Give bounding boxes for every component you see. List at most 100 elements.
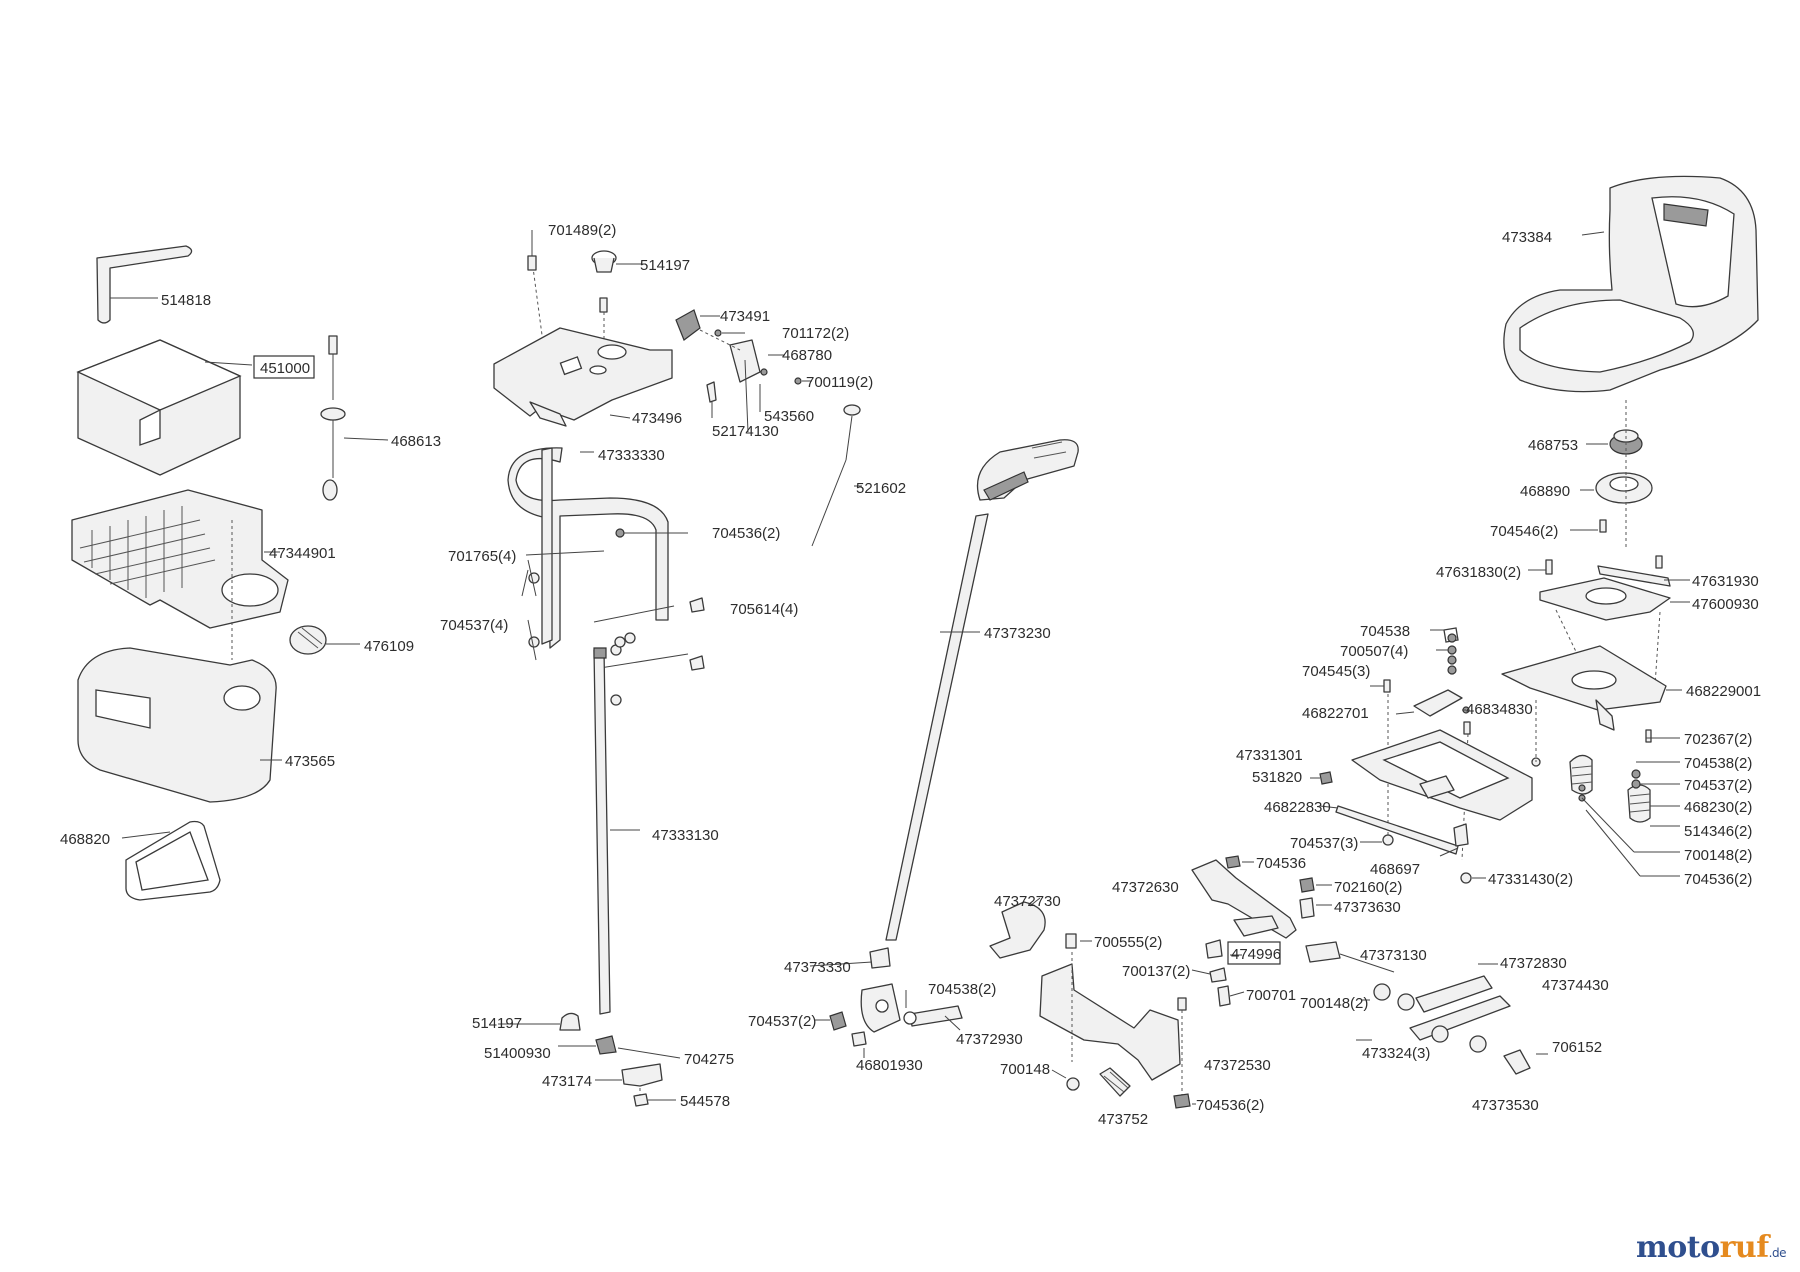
part-label: 51400930 — [484, 1045, 551, 1062]
part-label: 47372930 — [956, 1031, 1023, 1048]
lever-assembly-part — [1191, 855, 1297, 1007]
part-label: 701765(4) — [448, 548, 516, 565]
part-label: 476109 — [364, 638, 414, 655]
part-label: 704545(3) — [1302, 663, 1370, 680]
label-box — [253, 355, 315, 379]
part-label: 47373630 — [1334, 899, 1401, 916]
battery-bracket-part — [96, 245, 193, 324]
part-label: 704536(2) — [712, 525, 780, 542]
part-label: 473752 — [1098, 1111, 1148, 1128]
part-label: 704275 — [684, 1051, 734, 1068]
part-label: 700137(2) — [1122, 963, 1190, 980]
rear-links-part — [1299, 877, 1548, 1075]
steering-frame-part — [507, 447, 669, 649]
part-label: 700119(2) — [806, 374, 873, 391]
part-label: 704538(2) — [928, 981, 996, 998]
part-label: 47372730 — [994, 893, 1061, 910]
part-label: 701489(2) — [548, 222, 616, 239]
part-label: 47373330 — [784, 959, 851, 976]
column-bottom-parts — [498, 1012, 681, 1107]
part-label: 700148 — [1000, 1061, 1050, 1078]
steering-console-plate-part — [493, 327, 673, 427]
part-labels: 514818 451000 468613 47344901 476109 473… — [60, 222, 1761, 1128]
seat-adjust-parts — [1310, 627, 1541, 884]
part-label: 47631830(2) — [1436, 564, 1521, 581]
return-spring-part — [1099, 1067, 1131, 1097]
fuel-tank-part — [77, 647, 282, 803]
part-label: 531820 — [1252, 769, 1302, 786]
label-box — [1227, 941, 1281, 965]
part-label: 473565 — [285, 753, 335, 770]
frame-bolts-part — [521, 528, 705, 706]
part-label: 468890 — [1520, 483, 1570, 500]
part-label: 544578 — [680, 1093, 730, 1110]
seat-part — [1503, 175, 1759, 393]
part-label: 473384 — [1502, 229, 1552, 246]
part-label: 468229001 — [1686, 683, 1761, 700]
part-label: 46834830 — [1466, 701, 1533, 718]
pedal-bracket-part — [814, 983, 963, 1058]
part-label: 521602 — [856, 480, 906, 497]
part-label: 514197 — [640, 257, 690, 274]
part-label: 468753 — [1528, 437, 1578, 454]
part-label: 468820 — [60, 831, 110, 848]
part-label: 473496 — [632, 410, 682, 427]
part-label: 700148(2) — [1300, 995, 1368, 1012]
part-label: 514197 — [472, 1015, 522, 1032]
part-label: 704537(3) — [1290, 835, 1358, 852]
part-label: 47331430(2) — [1488, 871, 1573, 888]
seat-rail-parts — [1528, 555, 1690, 701]
part-label: 468697 — [1370, 861, 1420, 878]
brand-part-3: .de — [1768, 1246, 1787, 1260]
part-label: 47374430 — [1542, 977, 1609, 994]
part-label: 46801930 — [856, 1057, 923, 1074]
part-label: 47344901 — [269, 545, 336, 562]
part-label: 473174 — [542, 1073, 592, 1090]
seat-springs-part — [1569, 729, 1680, 877]
part-label: 47372830 — [1500, 955, 1567, 972]
part-label: 473324(3) — [1362, 1045, 1430, 1062]
part-label: 47373130 — [1360, 947, 1427, 964]
part-label: 701172(2) — [782, 325, 849, 342]
battery-tray-part — [71, 489, 289, 629]
part-label: 702367(2) — [1684, 731, 1752, 748]
part-label: 700148(2) — [1684, 847, 1752, 864]
part-label: 47600930 — [1692, 596, 1759, 613]
part-label: 468613 — [391, 433, 441, 450]
brand-logo: motoruf.de — [1636, 1230, 1786, 1265]
part-label: 700555(2) — [1094, 934, 1162, 951]
part-label: 705614(4) — [730, 601, 798, 618]
part-label: 47333330 — [598, 447, 665, 464]
brand-part-1: moto — [1636, 1230, 1720, 1265]
part-label: 47331301 — [1236, 747, 1303, 764]
part-label: 46822830 — [1264, 799, 1331, 816]
steering-column-part — [593, 647, 640, 1015]
part-label: 468230(2) — [1684, 799, 1752, 816]
brake-lever-assembly-part — [675, 309, 812, 433]
part-label: 52174130 — [712, 423, 779, 440]
part-label: 702160(2) — [1334, 879, 1402, 896]
part-label: 473491 — [720, 308, 770, 325]
fuel-cap-part — [289, 625, 360, 655]
part-label: 704538 — [1360, 623, 1410, 640]
part-label: 47631930 — [1692, 573, 1759, 590]
part-label: 47372630 — [1112, 879, 1179, 896]
brand-part-2: ruf — [1719, 1230, 1770, 1265]
part-label: 704536 — [1256, 855, 1306, 872]
upper-screws-part — [527, 230, 646, 351]
part-label: 704537(2) — [1684, 777, 1752, 794]
part-label: 700701 — [1246, 987, 1296, 1004]
part-label: 704536(2) — [1196, 1097, 1264, 1114]
pedal-part — [976, 439, 1079, 501]
part-label: 704536(2) — [1684, 871, 1752, 888]
part-label: 700507(4) — [1340, 643, 1408, 660]
part-label: 47372530 — [1204, 1057, 1271, 1074]
fuel-level-sensor-part — [320, 335, 389, 501]
part-label: 543560 — [764, 408, 814, 425]
part-label: 514818 — [161, 292, 211, 309]
tank-seal-part — [121, 820, 221, 901]
part-label: 468780 — [782, 347, 832, 364]
part-label: 474996 — [1231, 946, 1281, 963]
seat-base-plate-part — [1501, 645, 1682, 731]
